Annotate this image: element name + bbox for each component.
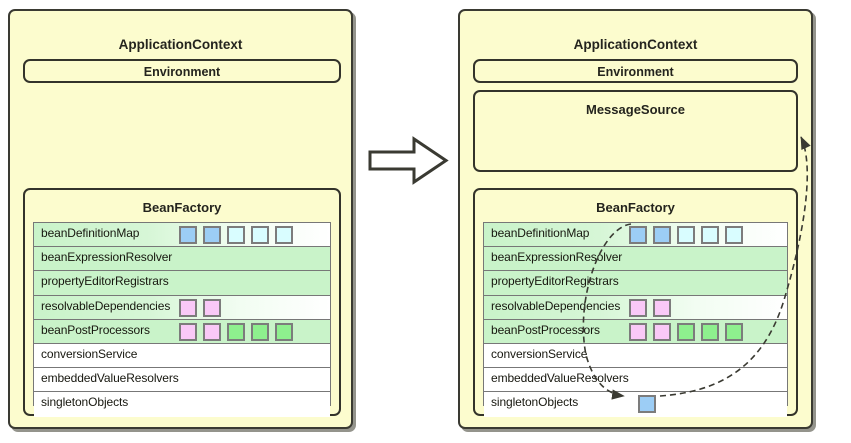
bean-factory-row: resolvableDependencies xyxy=(484,295,787,320)
bean-cell-cyan xyxy=(275,226,293,244)
bean-cell-cyan xyxy=(251,226,269,244)
bean-factory-row-label: singletonObjects xyxy=(491,395,579,410)
message-source-label: MessageSource xyxy=(586,102,685,117)
bean-factory-row-label: singletonObjects xyxy=(41,395,129,410)
bean-factory-row: beanDefinitionMap xyxy=(34,223,330,248)
bean-factory-row-label: beanDefinitionMap xyxy=(41,226,140,240)
bean-factory-row-label: beanDefinitionMap xyxy=(491,226,590,240)
bean-factory-row-label: resolvableDependencies xyxy=(41,298,171,313)
bean-cell-blue xyxy=(653,226,671,244)
bean-cell-cyan xyxy=(701,226,719,244)
message-source-box: MessageSource xyxy=(473,90,798,172)
bean-factory-row: singletonObjects xyxy=(484,392,787,417)
bean-factory-row-label: resolvableDependencies xyxy=(491,298,621,313)
bean-cell-green xyxy=(227,322,245,341)
bean-cell-cyan xyxy=(677,226,695,244)
bean-cell-blue xyxy=(638,395,656,414)
bean-factory-row-label: beanExpressionResolver xyxy=(41,250,173,265)
bean-cell-pink xyxy=(179,298,197,317)
bean-cell-blue xyxy=(203,226,221,244)
bean-factory-row-label: beanExpressionResolver xyxy=(491,250,623,265)
bean-cell-blue xyxy=(179,226,197,244)
bean-cell-pink xyxy=(203,322,221,341)
bean-cell-green xyxy=(725,322,743,341)
panel-title-left: ApplicationContext xyxy=(118,37,243,52)
bean-cell-green xyxy=(275,322,293,341)
bean-factory-row-list-right: beanDefinitionMap beanExpressionResolver p… xyxy=(483,222,788,417)
environment-label-left: Environment xyxy=(143,65,221,79)
bean-factory-row-label: embeddedValueResolvers xyxy=(41,371,179,386)
bean-factory-row-label: conversionService xyxy=(41,346,138,361)
bean-factory-row: embeddedValueResolvers xyxy=(484,368,787,393)
application-context-panel-left: ApplicationContext Environment BeanFacto… xyxy=(8,9,353,429)
bean-factory-row: beanPostProcessors xyxy=(34,319,330,344)
bean-cell-pink xyxy=(629,298,647,317)
bean-factory-row: beanDefinitionMap xyxy=(484,223,787,248)
environment-box-left: Environment xyxy=(23,59,341,83)
bean-factory-row: embeddedValueResolvers xyxy=(34,368,330,393)
bean-factory-box-left: BeanFactory beanDefinitionMap beanExpress… xyxy=(23,188,341,417)
bean-factory-row: propertyEditorRegistrars xyxy=(34,271,330,296)
bean-factory-row: beanExpressionResolver xyxy=(34,247,330,272)
bean-factory-row-list-left: beanDefinitionMap beanExpressionResolver p… xyxy=(33,222,331,417)
bean-factory-row-label: propertyEditorRegistrars xyxy=(41,274,169,289)
bean-cell-pink xyxy=(203,298,221,317)
bean-cell-pink xyxy=(179,322,197,341)
bean-cell-green xyxy=(251,322,269,341)
bean-cell-pink xyxy=(653,298,671,317)
bean-cell-cyan xyxy=(227,226,245,244)
block-arrow-right-icon xyxy=(368,136,449,185)
bean-factory-box-right: BeanFactory beanDefinitionMap beanExpress… xyxy=(473,188,798,417)
bean-cell-green xyxy=(701,322,719,341)
bean-factory-row: resolvableDependencies xyxy=(34,295,330,320)
bean-factory-row: conversionService xyxy=(34,343,330,369)
bean-factory-row: propertyEditorRegistrars xyxy=(484,271,787,296)
bean-factory-row-label: beanPostProcessors xyxy=(41,322,150,337)
bean-cell-pink xyxy=(629,322,647,341)
environment-box-right: Environment xyxy=(473,59,798,83)
environment-label-right: Environment xyxy=(597,65,674,79)
bean-factory-row: beanPostProcessors xyxy=(484,319,787,344)
panel-title-right: ApplicationContext xyxy=(573,37,698,52)
bean-factory-label-right: BeanFactory xyxy=(596,200,675,215)
bean-cell-green xyxy=(677,322,695,341)
bean-factory-row-label: beanPostProcessors xyxy=(491,322,600,337)
bean-cell-pink xyxy=(653,322,671,341)
bean-factory-row: singletonObjects xyxy=(34,392,330,417)
bean-factory-row-label: conversionService xyxy=(491,346,588,361)
bean-factory-row-label: propertyEditorRegistrars xyxy=(491,274,619,289)
application-context-panel-right: ApplicationContext Environment MessageSo… xyxy=(458,9,813,429)
bean-factory-label-left: BeanFactory xyxy=(142,200,222,215)
bean-cell-cyan xyxy=(725,226,743,244)
bean-factory-row: conversionService xyxy=(484,343,787,369)
bean-cell-blue xyxy=(629,226,647,244)
bean-factory-row-label: embeddedValueResolvers xyxy=(491,371,629,386)
bean-factory-row: beanExpressionResolver xyxy=(484,247,787,272)
